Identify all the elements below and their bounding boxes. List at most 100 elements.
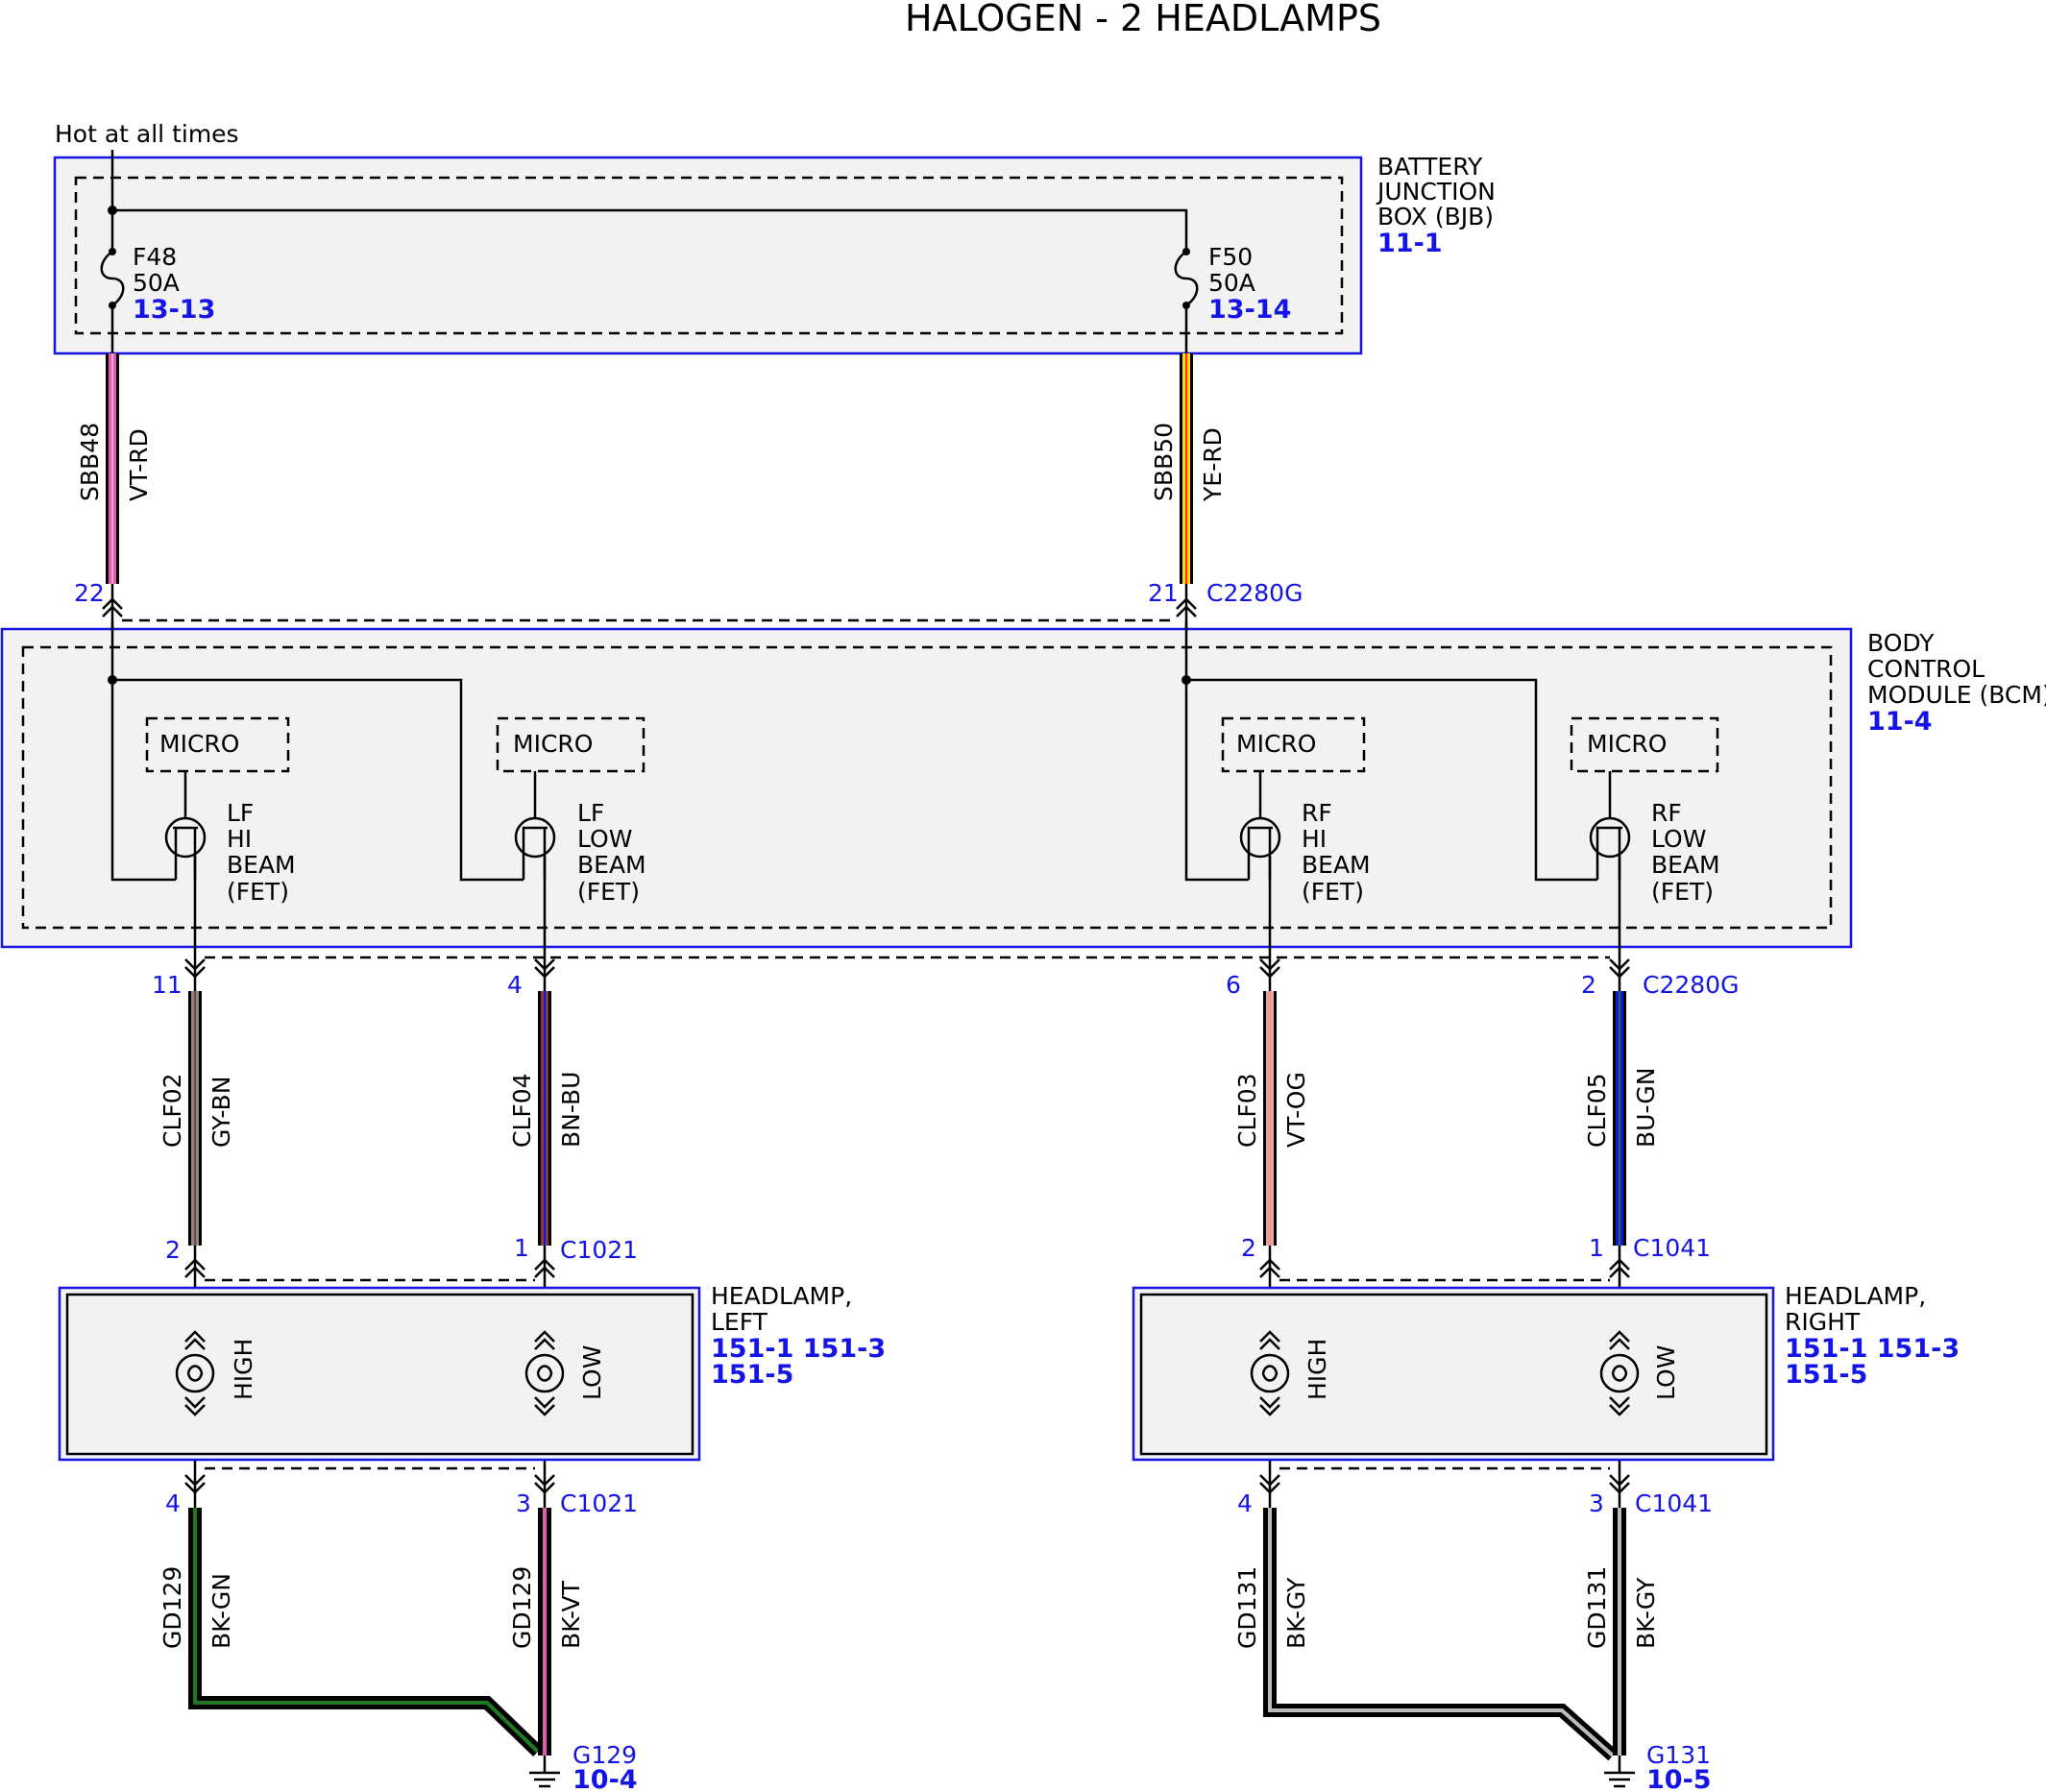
connector-lamp-r1-symbol <box>1609 1258 1630 1278</box>
fet-rf-low-icon <box>1589 771 1631 880</box>
fet-lf-low-l2: LOW <box>577 825 632 853</box>
headlamp-left[interactable] <box>58 1286 701 1462</box>
connector-c2280g-top-label: C2280G <box>1206 579 1303 607</box>
wire-sbb48-circuit: SBB48 <box>76 423 104 501</box>
headlamp-left-name-line2: LEFT <box>711 1308 768 1336</box>
bjb-ref-link[interactable]: 11-1 <box>1377 229 1443 258</box>
wire-clf02[interactable] <box>188 991 202 1246</box>
bulb-left-low-label: LOW <box>578 1345 606 1400</box>
micro-label-lf-hi: MICRO <box>159 730 239 758</box>
connector-c1041-bottom-label: C1041 <box>1635 1489 1713 1517</box>
bulb-left-high-label: HIGH <box>230 1339 257 1400</box>
headlamp-right[interactable] <box>1132 1286 1775 1462</box>
fet-rf-hi-l4: (FET) <box>1302 878 1364 906</box>
wire-gd129-left-color: BK-GN <box>207 1573 235 1649</box>
connector-11-symbol <box>184 958 206 979</box>
fuse-f48-name: F48 <box>133 243 177 271</box>
pin-11-label: 11 <box>152 971 183 999</box>
lamp-pin-1-right-label: 1 <box>1589 1234 1604 1262</box>
ground-pin-4-left-label: 4 <box>165 1489 181 1517</box>
headlamp-left-name-line1: HEADLAMP, <box>711 1282 852 1310</box>
bjb-name-line1: BATTERY <box>1377 153 1483 181</box>
pin-22-label: 22 <box>74 579 105 607</box>
fet-lf-hi-l4: (FET) <box>227 878 289 906</box>
ground-pin-3-left-label: 3 <box>516 1489 531 1517</box>
headlamp-right-refs-line2-link[interactable]: 151-5 <box>1785 1360 1867 1390</box>
wire-sbb48[interactable] <box>106 353 119 584</box>
ground-pin-4-right-label: 4 <box>1237 1489 1253 1517</box>
micro-box-lf-low <box>496 716 645 773</box>
wire-clf05[interactable] <box>1613 991 1626 1246</box>
pin-4-label: 4 <box>507 971 523 999</box>
fet-lf-hi-l3: BEAM <box>227 851 296 879</box>
headlamp-right-name-line1: HEADLAMP, <box>1785 1282 1926 1310</box>
connector-c1021-top-label: C1021 <box>560 1236 638 1264</box>
wire-gd131-right-circuit: GD131 <box>1583 1566 1611 1649</box>
bulb-left-high-icon <box>175 1330 215 1417</box>
pin-21-label: 21 <box>1148 579 1179 607</box>
fet-lf-hi-l1: LF <box>227 799 254 827</box>
headlamp-left-refs-line2-link[interactable]: 151-5 <box>711 1360 793 1390</box>
fet-lf-hi-icon <box>164 771 207 880</box>
wire-gd131-bk-gy-1[interactable] <box>1263 1508 1618 1761</box>
bcm-splice-right <box>1181 675 1191 685</box>
wire-clf04[interactable] <box>538 991 551 1246</box>
lamp-pin-2-right-label: 2 <box>1241 1234 1256 1262</box>
ground-g129-name: G129 <box>572 1741 637 1769</box>
bcm-inner-dashed <box>21 645 1833 930</box>
fuse-f48[interactable] <box>100 248 125 309</box>
micro-box-lf-hi <box>145 716 290 773</box>
micro-label-lf-low: MICRO <box>513 730 593 758</box>
bjb-name-line2: JUNCTION <box>1376 178 1496 206</box>
wire-clf03-color: VT-OG <box>1282 1072 1310 1148</box>
bcm-name-line3: MODULE (BCM) <box>1867 681 2046 709</box>
fuse-f50-ref-link[interactable]: 13-14 <box>1208 295 1291 325</box>
headlamp-left-inner <box>65 1293 694 1456</box>
fet-lf-low-icon <box>514 771 556 880</box>
bjb-inner-dashed <box>74 176 1344 335</box>
micro-label-rf-low: MICRO <box>1587 730 1667 758</box>
wire-sbb50-circuit: SBB50 <box>1150 423 1178 501</box>
connector-6-symbol <box>1259 958 1280 979</box>
wire-clf03-circuit: CLF03 <box>1233 1073 1261 1148</box>
wire-clf02-color: GY-BN <box>207 1077 235 1148</box>
wire-gd129-left-circuit: GD129 <box>158 1566 186 1649</box>
connector-2-symbol <box>1609 958 1630 979</box>
wire-sbb50[interactable] <box>1180 353 1193 584</box>
wire-gd129-bk-gn[interactable] <box>188 1508 543 1757</box>
connector-lamp-r2-symbol <box>1259 1258 1280 1278</box>
wire-clf03[interactable] <box>1263 991 1277 1246</box>
ground-g131-ref-link[interactable]: 10-5 <box>1646 1765 1712 1792</box>
connector-22-symbol <box>102 597 123 618</box>
connector-21-symbol <box>1176 597 1197 618</box>
wire-gd131-left-circuit: GD131 <box>1233 1566 1261 1649</box>
body-control-module[interactable] <box>0 627 1853 949</box>
battery-junction-box[interactable] <box>53 156 1363 355</box>
wire-clf05-color: BU-GN <box>1632 1068 1660 1148</box>
fuse-f50[interactable] <box>1174 248 1199 309</box>
connector-lamp-l2-symbol <box>184 1258 206 1278</box>
wire-sbb48-color: VT-RD <box>125 428 153 501</box>
bjb-name-line3: BOX (BJB) <box>1377 203 1494 230</box>
pin-2-label: 2 <box>1581 971 1596 999</box>
wire-gd131-right-color: BK-GY <box>1632 1577 1660 1649</box>
headlamp-left-refs-line1-link[interactable]: 151-1 151-3 <box>711 1334 886 1364</box>
ground-pin-3-right-label: 3 <box>1589 1489 1604 1517</box>
ground-g129-ref-link[interactable]: 10-4 <box>572 1765 638 1792</box>
ground-g131-icon <box>1604 1756 1635 1788</box>
headlamp-right-refs-line1-link[interactable]: 151-1 151-3 <box>1785 1334 1960 1364</box>
wire-clf04-color: BN-BU <box>557 1072 585 1148</box>
bulb-right-low-label: LOW <box>1652 1345 1680 1400</box>
fet-rf-low-l2: LOW <box>1651 825 1706 853</box>
connector-c2280g-bottom-label: C2280G <box>1643 971 1739 999</box>
bcm-name-line1: BODY <box>1867 629 1935 657</box>
fuse-f48-rating: 50A <box>133 269 180 297</box>
fuse-f48-ref-link[interactable]: 13-13 <box>133 295 215 325</box>
fet-rf-low-l1: RF <box>1651 799 1682 827</box>
fuse-f50-name: F50 <box>1208 243 1253 271</box>
bcm-ref-link[interactable]: 11-4 <box>1867 707 1933 737</box>
fet-rf-hi-icon <box>1239 771 1281 880</box>
bcm-output-leads <box>193 857 1621 991</box>
wire-gd131-left-color: BK-GY <box>1282 1577 1310 1649</box>
bulb-right-high-icon <box>1250 1330 1290 1417</box>
